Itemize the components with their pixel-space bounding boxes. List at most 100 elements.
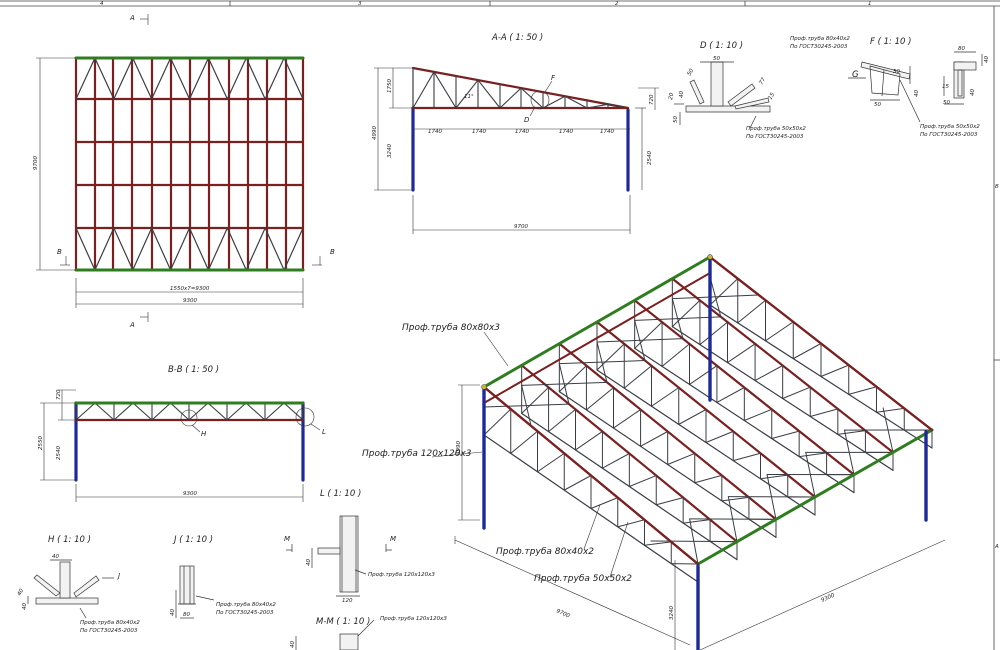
bb-dim-9300: 9300 [183, 491, 197, 497]
bb-diag [226, 402, 247, 421]
plan-dim-width: 9300 [183, 298, 197, 304]
iso-truss-diag [792, 343, 822, 360]
detail-d-dim-50b: 50 [687, 68, 696, 77]
iso-truss-diag [601, 453, 630, 469]
iso-truss-diag [737, 299, 766, 324]
plan-brace [188, 57, 210, 100]
iso-truss-diag [634, 321, 663, 349]
aa-angle: 11° [464, 94, 474, 100]
iso-truss-diag [771, 430, 800, 440]
iso-truss-diag [694, 474, 723, 484]
detail-h-note-2: По ГОСТ30245-2003 [80, 628, 138, 634]
detail-j-view [175, 565, 215, 619]
iso-truss-diag [765, 321, 794, 342]
aa-span-2: 1740 [472, 129, 486, 135]
bb-diag [207, 402, 228, 421]
detail-j-note-2: По ГОСТ30245-2003 [216, 610, 274, 616]
plan-brace [113, 57, 134, 100]
iso-truss-diag [716, 387, 745, 403]
detail-g-dim-40a: 40 [984, 56, 990, 63]
plan-brace [283, 57, 304, 100]
detail-g-dim-80: 80 [958, 46, 965, 52]
plan-brace [169, 227, 191, 271]
detail-h-view-j: J [116, 572, 120, 580]
iso-truss-diag [661, 343, 690, 367]
iso-brace [596, 341, 608, 383]
detail-h-title: H ( 1: 10 ) [48, 535, 91, 545]
bb-callout-h: H [201, 430, 207, 438]
detail-f-dim-50b: 50 [874, 102, 881, 108]
iso-truss-diag [537, 452, 565, 473]
detail-h-dim-40c: 40 [22, 603, 28, 610]
aa-diag [499, 87, 522, 109]
iso-truss-diag [655, 497, 684, 506]
bb-dim-720: 720 [56, 389, 62, 400]
detail-d-title: D ( 1: 10 ) [700, 41, 743, 51]
iso-truss-diag [585, 387, 614, 411]
iso-truss-diag [510, 430, 538, 454]
iso-truss-diag [667, 452, 696, 465]
iso-truss-diag [760, 474, 789, 480]
detail-g-dim-40b: 40 [970, 89, 976, 96]
iso-edge-rafter [482, 385, 700, 566]
aa-diag [586, 103, 609, 109]
aa-callout-d: D [524, 116, 530, 124]
iso-ridge-beam [482, 255, 712, 389]
iso-truss-diag [782, 386, 811, 399]
plan-brace [264, 57, 285, 100]
detail-l-section-m-right: M [390, 535, 396, 543]
detail-j-dim-80: 80 [183, 612, 190, 618]
bb-dim-2540: 2540 [56, 446, 62, 460]
iso-truss-diag [590, 497, 619, 509]
plan-brace [207, 57, 228, 100]
plan-brace [132, 57, 153, 100]
iso-truss-diag [623, 365, 652, 389]
bb-diag [113, 402, 134, 421]
section-aa-title: A-A ( 1: 50 ) [491, 33, 543, 43]
iso-truss-diag [820, 364, 850, 377]
aa-diag [477, 79, 501, 109]
iso-truss-diag [705, 430, 734, 443]
iso-truss-diag [732, 452, 761, 462]
iso-truss-diag [809, 408, 839, 417]
detail-l-view [286, 515, 392, 597]
bb-diag [151, 402, 172, 421]
plan-brace [113, 227, 134, 271]
plan-view: A A B B 9700 1550x7=9300 9300 [33, 14, 335, 329]
plan-dim-spacing: 1550x7=9300 [170, 286, 210, 292]
plan-brace [169, 57, 191, 100]
iso-truss-diag [563, 475, 592, 491]
iso-brace [709, 276, 722, 318]
detail-f-dim-50a: 50 [893, 69, 900, 75]
plan-brace [188, 227, 210, 271]
bb-diag [283, 402, 304, 421]
iso-brace [558, 363, 570, 405]
detail-mm-note-1: Проф.труба 120x120x3 [380, 616, 447, 622]
plan-brace [151, 227, 172, 271]
detail-f-view [848, 61, 921, 123]
iso-truss-diag [651, 387, 680, 407]
plan-section-b-right: B [330, 248, 335, 256]
aa-span-5: 1740 [600, 129, 614, 135]
detail-d-dim-40: 40 [679, 91, 685, 98]
iso-truss-diag [837, 430, 866, 435]
aa-dim-9700: 9700 [514, 224, 528, 230]
iso-brace [843, 429, 855, 476]
iso-truss-diag [640, 431, 669, 447]
plan-brace [226, 227, 247, 271]
detail-mm-dim-40: 40 [290, 641, 296, 648]
iso-truss-diag [671, 299, 701, 328]
iso-label-80x80: Проф.труба 80x80x3 [402, 323, 500, 333]
zone-label-b: B [995, 184, 999, 190]
detail-d-dim-15: 15 [768, 92, 777, 101]
plan-brace [75, 227, 96, 271]
zone-label-1: 1 [868, 1, 872, 7]
iso-dim-length-2: 9300 [820, 592, 836, 603]
section-aa-view: A-A ( 1: 50 ) 1750 4990 3240 720 2540 17… [372, 33, 659, 234]
plan-brace [226, 57, 247, 100]
detail-mm-title: M-M ( 1: 10 ) [316, 617, 370, 627]
plan-brace [245, 227, 266, 271]
detail-d-dim-50a: 50 [713, 56, 720, 62]
